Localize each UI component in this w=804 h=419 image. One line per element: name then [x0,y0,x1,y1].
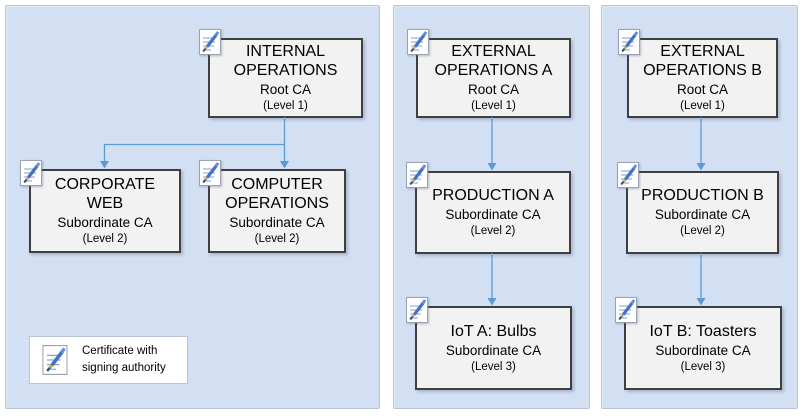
ca-level: (Level 1) [263,100,308,113]
ca-level: (Level 2) [82,233,128,246]
certificate-icon [406,162,428,188]
ca-box-external-operations-b-root: EXTERNAL OPERATIONS B Root CA (Level 1) [627,38,778,118]
panel-external-operations-b: EXTERNAL OPERATIONS B Root CA (Level 1) … [601,5,798,409]
ca-title: PRODUCTION B [641,187,764,205]
certificate-icon [42,345,68,375]
ca-box-iot-a-bulbs: IoT A: Bulbs Subordinate CA (Level 3) [415,306,572,390]
ca-title: IoT B: Toasters [649,322,757,340]
legend-label: Certificate with signing authority [82,343,166,378]
certificate-icon [618,29,640,55]
ca-level: (Level 1) [680,100,725,113]
ca-role: Subordinate CA [654,207,751,223]
certificate-icon [615,297,637,323]
ca-title: EXTERNAL OPERATIONS B [643,42,762,80]
ca-title: EXTERNAL OPERATIONS A [434,42,553,80]
certificate-icon [407,29,429,55]
legend-box: Certificate with signing authority [29,336,188,384]
ca-role: Subordinate CA [655,342,751,358]
ca-level: (Level 3) [680,360,726,373]
legend-label-line2: signing authority [82,362,166,374]
ca-box-computer-operations: COMPUTER OPERATIONS Subordinate CA (Leve… [208,169,346,253]
ca-box-external-operations-a-root: EXTERNAL OPERATIONS A Root CA (Level 1) [416,38,571,118]
ca-level: (Level 2) [470,225,516,238]
certificate-icon [199,160,221,186]
certificate-icon [20,160,42,186]
ca-level: (Level 2) [254,233,300,246]
ca-title: IoT A: Bulbs [450,322,537,340]
ca-role: Root CA [259,82,312,98]
legend-label-line1: Certificate with [82,344,158,357]
ca-level: (Level 2) [680,225,725,238]
ca-role: Root CA [467,82,520,98]
ca-box-internal-operations-root: INTERNAL OPERATIONS Root CA (Level 1) [208,38,363,118]
ca-box-iot-b-toasters: IoT B: Toasters Subordinate CA (Level 3) [624,306,782,390]
ca-level: (Level 3) [471,360,516,373]
panel-internal-operations: INTERNAL OPERATIONS Root CA (Level 1) CO… [5,5,380,409]
certificate-icon [406,297,428,323]
certificate-icon [617,162,639,188]
ca-title: INTERNAL OPERATIONS [233,42,338,80]
ca-role: Subordinate CA [445,207,541,223]
ca-role: Subordinate CA [57,215,153,231]
panel-external-operations-a: EXTERNAL OPERATIONS A Root CA (Level 1) … [393,5,590,409]
ca-title: PRODUCTION A [432,187,554,205]
ca-title: COMPUTER OPERATIONS [225,175,329,213]
ca-role: Root CA [676,82,729,98]
ca-role: Subordinate CA [445,342,542,358]
ca-box-production-a: PRODUCTION A Subordinate CA (Level 2) [415,171,571,254]
ca-title: CORPORATE WEB [54,175,156,213]
ca-role: Subordinate CA [229,215,325,231]
ca-level: (Level 1) [471,100,516,113]
ca-box-corporate-web: CORPORATE WEB Subordinate CA (Level 2) [29,169,181,253]
ca-box-production-b: PRODUCTION B Subordinate CA (Level 2) [626,171,779,254]
certificate-icon [199,29,221,55]
